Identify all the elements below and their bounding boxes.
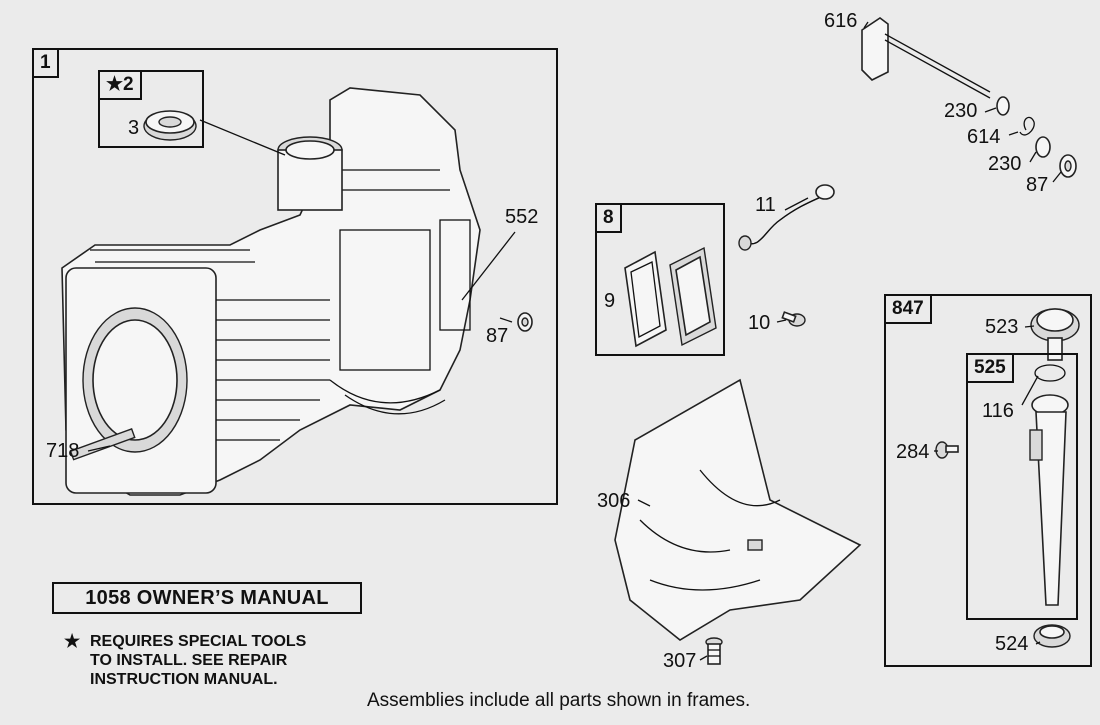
screw-284-drawing	[935, 441, 959, 459]
screw-307-drawing	[705, 637, 723, 665]
note-line-1: REQUIRES SPECIAL TOOLS	[90, 633, 307, 650]
frame-525-tag: 525	[966, 353, 1014, 383]
label-718: 718	[46, 440, 80, 462]
label-552: 552	[505, 206, 539, 228]
label-10: 10	[748, 312, 771, 334]
owners-manual-box: 1058 OWNER’S MANUAL	[52, 582, 362, 614]
screw-drawing	[781, 311, 806, 327]
star-icon: ★	[64, 631, 81, 651]
label-87-a: 87	[1026, 174, 1049, 196]
frame-2: ★2	[98, 70, 204, 148]
frame-847-tag: 847	[884, 294, 932, 324]
label-230-a: 230	[944, 100, 978, 122]
note-line-3: INSTRUCTION MANUAL.	[90, 671, 278, 688]
label-3: 3	[128, 117, 140, 139]
label-11: 11	[755, 194, 776, 216]
label-284: 284	[896, 441, 930, 463]
cylinder-block-drawing	[61, 87, 481, 496]
label-616: 616	[824, 10, 858, 32]
label-523: 523	[985, 316, 1019, 338]
shield-drawing	[614, 378, 862, 641]
frame-1-tag: 1	[32, 48, 59, 78]
leader-lines	[87, 21, 1062, 661]
label-614: 614	[967, 126, 1001, 148]
footer-note: Assemblies include all parts shown in fr…	[367, 690, 751, 711]
label-230-b: 230	[988, 153, 1022, 175]
frame-1: 1	[32, 48, 558, 505]
breather-tube-drawing	[738, 184, 835, 251]
label-306: 306	[597, 490, 631, 512]
gasket-drawing	[624, 246, 717, 348]
frame-2-tag: ★2	[98, 70, 142, 100]
dipstick-drawing	[1029, 308, 1080, 648]
frame-8-tag: 8	[595, 203, 622, 233]
label-524: 524	[995, 633, 1029, 655]
label-307: 307	[663, 650, 697, 672]
seal-drawing	[143, 110, 197, 141]
label-9: 9	[604, 290, 616, 312]
frame-847: 847	[884, 294, 1092, 667]
governor-shaft-drawing	[861, 17, 1077, 178]
label-116: 116	[982, 400, 1014, 422]
frame-525: 525	[966, 353, 1078, 620]
frame-8: 8	[595, 203, 725, 356]
label-87-b: 87	[486, 325, 509, 347]
note-line-2: TO INSTALL. SEE REPAIR	[90, 652, 288, 669]
